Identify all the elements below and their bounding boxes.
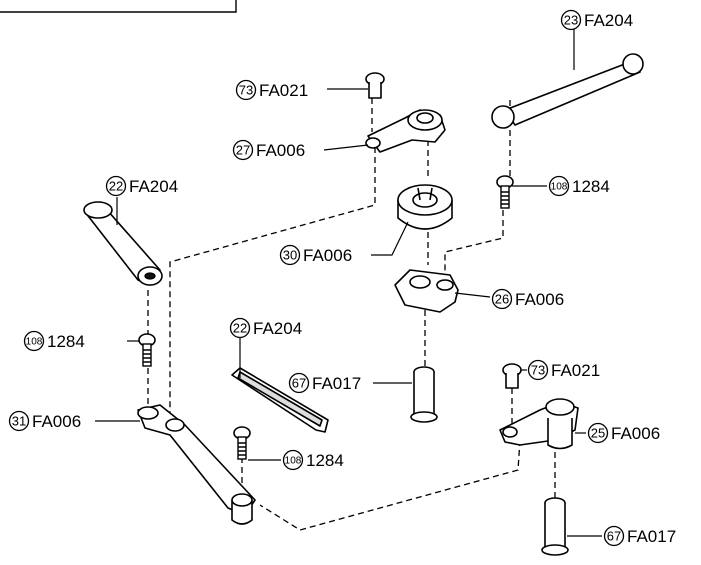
- callout-number: 30: [283, 248, 297, 263]
- callout-label: 30 FA006: [279, 244, 352, 266]
- callout-label: 22 FA204: [105, 175, 178, 197]
- callout-label: 73 FA021: [527, 359, 600, 381]
- part-arm-27: [365, 109, 446, 153]
- callout-code: FA204: [129, 177, 178, 196]
- callout-code: FA006: [256, 141, 305, 160]
- callout-label: 27 FA006: [232, 139, 305, 161]
- part-link-31: [137, 404, 256, 525]
- callout-code: FA204: [253, 319, 302, 338]
- part-screw-108-middle: [233, 426, 251, 460]
- callout-number: 25: [591, 426, 605, 441]
- part-screw-73-right: [502, 363, 522, 389]
- part-arm-25: [499, 398, 579, 450]
- callout-number: 27: [236, 143, 250, 158]
- callout-label: 22 FA204: [229, 317, 302, 339]
- callout-label: 25 FA006: [587, 422, 660, 444]
- callout-label: 73 FA021: [235, 79, 308, 101]
- callout-number: 73: [239, 83, 253, 98]
- callout-code: FA006: [515, 290, 564, 309]
- part-lever-23: [491, 53, 644, 129]
- callout-label: 67 FA017: [288, 372, 361, 394]
- callout-number: 73: [531, 363, 545, 378]
- callout-label: 23 FA204: [560, 9, 633, 31]
- part-block-26: [394, 269, 459, 313]
- part-screw-108-left: [138, 333, 156, 367]
- callout-code: FA204: [584, 11, 633, 30]
- part-collar-30: [397, 184, 453, 230]
- callout-code: FA021: [551, 361, 600, 380]
- callout-label: 67 FA017: [603, 525, 676, 547]
- callout-number: 108: [551, 182, 568, 193]
- callout-number: 26: [495, 292, 509, 307]
- frame-border: [0, 0, 237, 13]
- callout-code: FA006: [32, 412, 81, 431]
- callout-code: FA021: [259, 81, 308, 100]
- assembly-lines: [147, 98, 556, 531]
- callout-number: 108: [26, 337, 43, 348]
- part-pin-67-middle: [410, 366, 438, 423]
- callout-code: 1284: [572, 177, 610, 196]
- part-link-22-upper: [83, 201, 163, 286]
- callout-number: 22: [109, 179, 123, 194]
- callout-code: FA006: [303, 246, 352, 265]
- callout-code: 1284: [47, 332, 85, 351]
- callout-number: 108: [285, 456, 302, 467]
- callout-code: FA006: [611, 424, 660, 443]
- callout-label: 108 1284: [23, 330, 85, 352]
- leader-lines: [95, 28, 602, 537]
- part-screw-108-right: [496, 175, 514, 209]
- part-pin-67-right: [541, 497, 569, 556]
- callout-code: 1284: [306, 451, 344, 470]
- callout-number: 67: [292, 376, 306, 391]
- callout-label: 108 1284: [282, 449, 344, 471]
- callout-label: 31 FA006: [8, 410, 81, 432]
- part-screw-73-top: [365, 72, 385, 99]
- callout-code: FA017: [312, 374, 361, 393]
- callout-label: 108 1284: [548, 175, 610, 197]
- callout-code: FA017: [627, 527, 676, 546]
- callout-number: 67: [607, 529, 621, 544]
- callout-number: 22: [233, 321, 247, 336]
- part-link-22-middle: [231, 367, 329, 433]
- callout-label: 26 FA006: [491, 288, 564, 310]
- callout-number: 31: [12, 414, 26, 429]
- callout-number: 23: [564, 13, 578, 28]
